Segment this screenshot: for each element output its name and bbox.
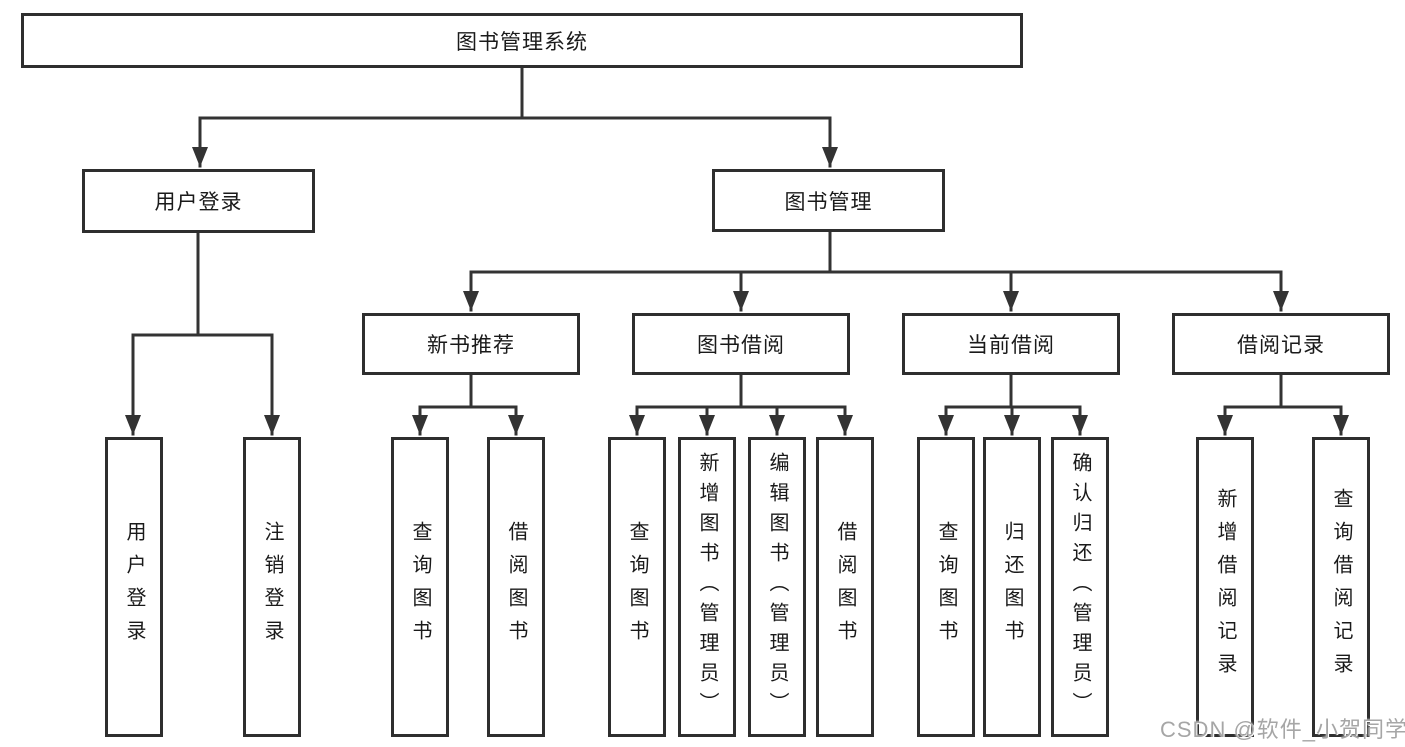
leaf-borrow-books: 借阅图书	[816, 437, 874, 737]
connector-newbook-to-leaves	[412, 373, 524, 436]
node-book-borrowing: 图书借阅	[632, 313, 850, 375]
node-user-login: 用户登录	[82, 169, 315, 233]
node-root-system: 图书管理系统	[21, 13, 1023, 68]
leaf-logout: 注销登录	[243, 437, 301, 737]
connector-current-to-leaves	[938, 373, 1088, 436]
leaf-query-books-borrow: 查询图书	[608, 437, 666, 737]
leaf-add-borrow-record: 新增借阅记录	[1196, 437, 1254, 737]
leaf-edit-books-admin: 编辑图书（管理员）	[748, 437, 806, 737]
leaf-confirm-return-admin: 确认归还（管理员）	[1051, 437, 1109, 737]
csdn-watermark: CSDN @软件_小贺同学	[1160, 717, 1405, 742]
leaf-query-books-current: 查询图书	[917, 437, 975, 737]
connector-mgmt-to-level3	[463, 230, 1289, 312]
leaf-borrow-books-recommend: 借阅图书	[487, 437, 545, 737]
leaf-return-books: 归还图书	[983, 437, 1041, 737]
leaf-query-borrow-record: 查询借阅记录	[1312, 437, 1370, 737]
leaf-query-books-recommend: 查询图书	[391, 437, 449, 737]
connector-records-to-leaves	[1217, 373, 1349, 436]
node-new-book-recommendation: 新书推荐	[362, 313, 580, 375]
leaf-add-books-admin: 新增图书（管理员）	[678, 437, 736, 737]
connector-borrow-to-leaves	[629, 373, 853, 436]
connector-root-to-level2	[192, 66, 838, 168]
node-book-management: 图书管理	[712, 169, 945, 232]
node-borrowing-records: 借阅记录	[1172, 313, 1390, 375]
leaf-user-login: 用户登录	[105, 437, 163, 737]
connector-login-to-leaves	[125, 231, 280, 436]
node-current-borrowing: 当前借阅	[902, 313, 1120, 375]
